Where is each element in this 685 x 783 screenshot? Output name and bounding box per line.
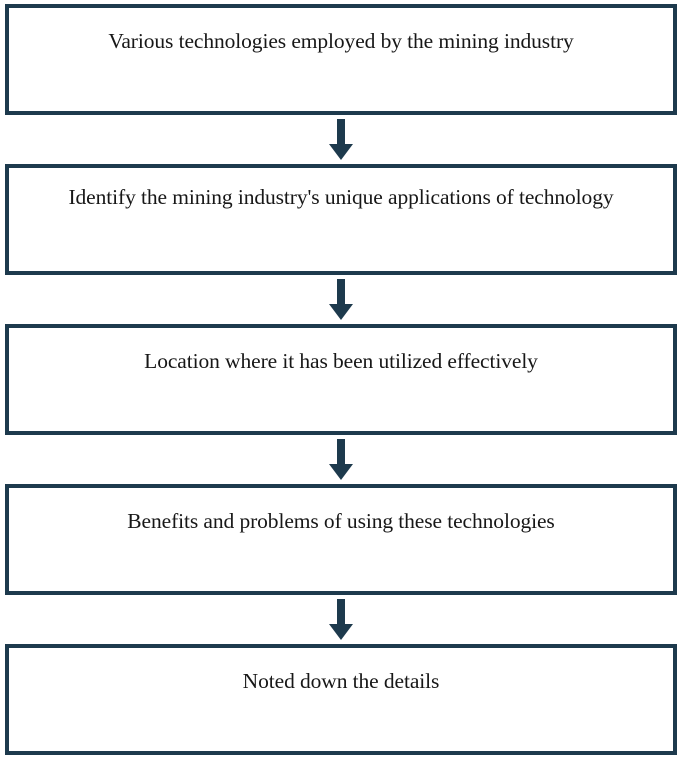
- arrow-down-icon: [329, 279, 353, 320]
- arrow-down-icon: [329, 599, 353, 640]
- flowchart-connector-2: [5, 275, 677, 324]
- flowchart-node-2-label: Identify the mining industry's unique ap…: [68, 185, 614, 209]
- flowchart-connector-4: [5, 595, 677, 644]
- flowchart-node-4: Benefits and problems of using these tec…: [5, 484, 677, 595]
- flowchart-node-1: Various technologies employed by the min…: [5, 4, 677, 115]
- flowchart-node-5: Noted down the details: [5, 644, 677, 755]
- arrow-down-icon: [329, 119, 353, 160]
- flowchart-node-3: Location where it has been utilized effe…: [5, 324, 677, 435]
- flowchart-node-1-label: Various technologies employed by the min…: [108, 29, 574, 53]
- flowchart-connector-1: [5, 115, 677, 164]
- flowchart-node-4-label: Benefits and problems of using these tec…: [127, 509, 555, 533]
- flowchart-node-2: Identify the mining industry's unique ap…: [5, 164, 677, 275]
- flowchart-connector-3: [5, 435, 677, 484]
- arrow-down-icon: [329, 439, 353, 480]
- flowchart-node-5-label: Noted down the details: [242, 669, 440, 693]
- flowchart-node-3-label: Location where it has been utilized effe…: [144, 349, 538, 373]
